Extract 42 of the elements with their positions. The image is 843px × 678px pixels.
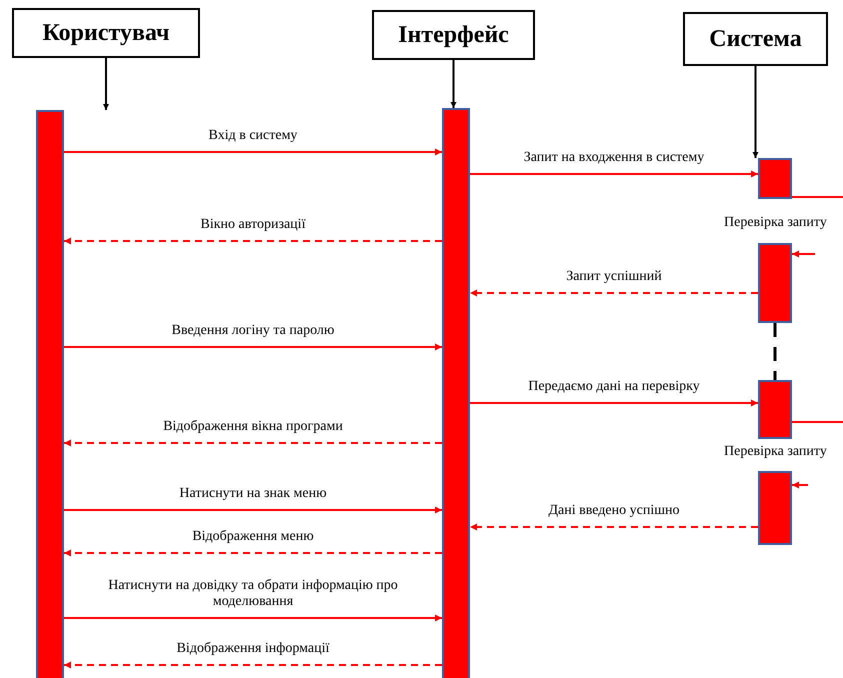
message-label: Вікно авторизації	[198, 217, 308, 233]
activation-bar	[758, 158, 792, 199]
lifeline-header-box: Система	[683, 12, 828, 66]
message-label: Натиснути на знак меню	[177, 486, 329, 502]
arrow	[470, 170, 758, 178]
arrow	[64, 614, 442, 622]
arrow	[64, 148, 442, 156]
arrow	[450, 60, 456, 108]
self-call-label: Перевірка запиту	[722, 215, 829, 231]
self-call-label: Перевірка запиту	[722, 444, 829, 460]
message-label: Відображення меню	[190, 529, 316, 545]
activation-bar	[758, 243, 792, 323]
dashed-arrow	[470, 524, 758, 530]
dashed-arrow	[64, 550, 442, 556]
lifeline-header-box: Інтерфейс	[372, 10, 535, 60]
dashed-arrow	[64, 662, 442, 668]
activation-bar	[442, 108, 470, 678]
arrow	[103, 58, 109, 110]
message-label: Відображення інформації	[174, 641, 332, 657]
message-label: Відображення вікна програми	[161, 419, 345, 435]
message-label: Запит на входження в систему	[522, 150, 706, 166]
arrow	[792, 482, 808, 488]
arrow	[64, 344, 442, 350]
arrow	[64, 506, 442, 514]
dashed-arrow	[64, 440, 442, 446]
message-label: Вхід в систему	[206, 128, 300, 144]
activation-bar	[758, 380, 792, 439]
activation-bar	[758, 471, 792, 545]
lifeline-header-box: Користувач	[12, 8, 200, 58]
message-label: Запит успішний	[564, 269, 664, 285]
dashed-arrow	[470, 290, 758, 296]
arrow	[470, 400, 758, 406]
arrow	[752, 66, 758, 158]
dashed-line	[774, 323, 776, 380]
message-label: Передаємо дані на перевірку	[526, 379, 702, 395]
message-label: Введення логіну та паролю	[170, 323, 336, 339]
dashed-arrow	[64, 238, 442, 244]
message-label: Дані введено успішно	[546, 503, 682, 519]
line	[792, 421, 843, 423]
line	[792, 196, 843, 198]
arrow	[792, 250, 815, 258]
activation-bar	[36, 110, 64, 678]
